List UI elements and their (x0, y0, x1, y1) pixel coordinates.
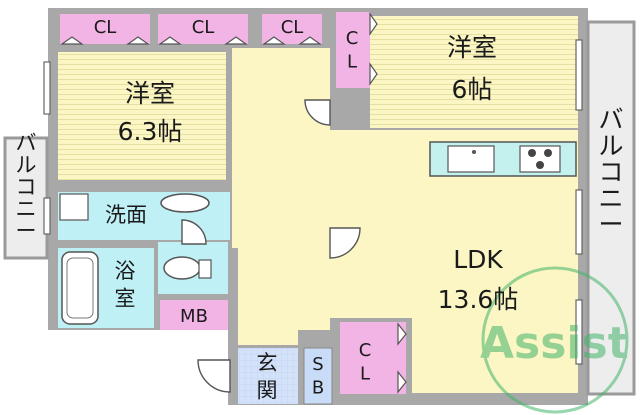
door-swing-entrance (197, 359, 231, 393)
balcony-right-label: バルコニー (598, 105, 623, 239)
washbasin-icon (160, 193, 210, 213)
mb-closet (160, 300, 228, 330)
ldk-label: LDK (453, 245, 503, 274)
entrance-label: 玄関 (257, 351, 278, 402)
door-swing-room-right (304, 99, 331, 126)
shoe-box (303, 347, 333, 405)
window-right-room (575, 39, 583, 111)
western-room-right-size: 6帖 (452, 75, 493, 104)
entrance-floor (238, 348, 298, 404)
closet-2-label: CL (192, 17, 215, 38)
mb-label: MB (180, 306, 208, 327)
sink-icon (447, 145, 495, 173)
watermark: Assist (480, 266, 629, 414)
western-room-left-floor (58, 52, 226, 180)
door-swing-toilet (181, 219, 207, 245)
window-left-room (43, 61, 51, 115)
closet-1-label: CL (94, 17, 117, 38)
washing-machine-icon (59, 193, 89, 221)
hallway-floor (232, 195, 238, 248)
western-room-left-size: 6.3帖 (118, 117, 183, 146)
svg-text:Assist: Assist (480, 318, 629, 369)
window-ldk-2 (575, 299, 583, 365)
window-ldk-1 (575, 189, 583, 255)
closet-3-label: CL (281, 17, 304, 38)
western-room-right-label: 洋室 (447, 33, 497, 62)
bathroom-label: 浴室 (115, 259, 136, 310)
washroom-label: 洗面 (105, 203, 147, 227)
western-room-right-floor (370, 16, 578, 128)
window-balcony-left (43, 197, 51, 235)
closet-side (336, 12, 370, 88)
closet-bottom (340, 322, 406, 394)
western-room-left-label: 洋室 (125, 79, 175, 108)
balcony-left-label: バルコニー (16, 131, 37, 243)
bathtub-icon (61, 251, 99, 325)
toilet-icon (163, 256, 201, 280)
door-swing-ldk (329, 227, 361, 259)
ldk-size: 13.6帖 (438, 285, 519, 314)
